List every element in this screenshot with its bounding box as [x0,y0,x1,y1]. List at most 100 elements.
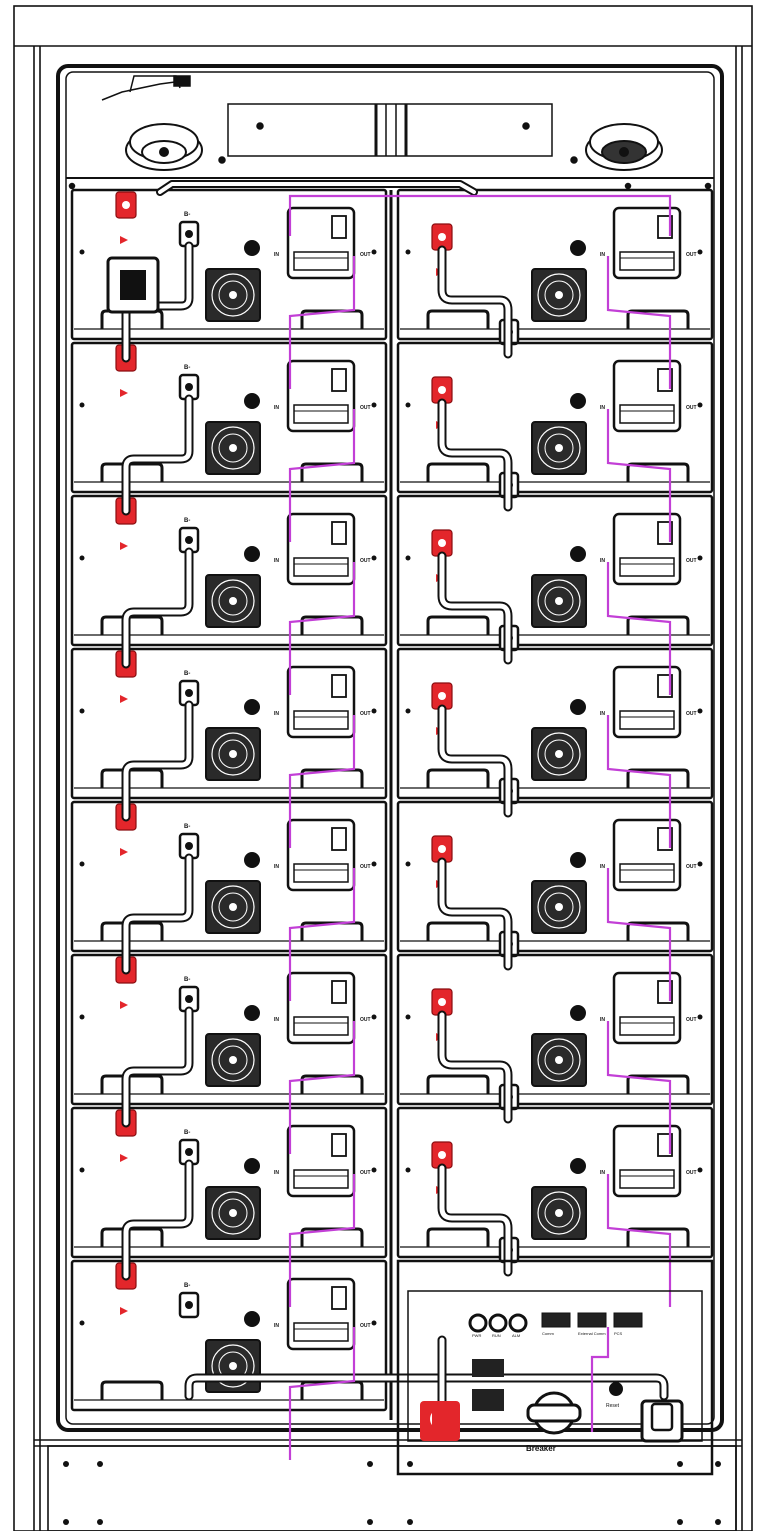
port-in-label: IN [600,1017,605,1023]
comm-port-block [286,971,356,1045]
status-indicator [244,546,260,562]
port-in-label: IN [274,405,279,411]
port-in-label: IN [600,252,605,258]
comm-port-block [612,206,682,280]
port-out-label: OUT [686,252,697,258]
port-out-label: OUT [686,1170,697,1176]
comm-port-block [612,818,682,892]
status-indicator [570,546,586,562]
port-in-label: IN [274,1170,279,1176]
comm-port-block [286,665,356,739]
breaker-label: Breaker [526,1444,556,1453]
fan-icon [531,574,587,628]
status-indicator [570,240,586,256]
indicator-light-icon [508,1313,528,1333]
port-out-label: OUT [360,864,371,870]
port-in-label: IN [274,711,279,717]
data-port-icon [472,1359,504,1377]
power-cable [121,394,194,516]
indicator-label: ALM [512,1333,520,1338]
handle-icon [626,462,690,482]
reset-label: Reset [606,1403,620,1409]
status-indicator [570,1158,586,1174]
reset-button-icon [609,1382,623,1396]
negative-terminal-icon [178,1138,200,1166]
status-indicator [244,1311,260,1327]
port-in-label: IN [600,864,605,870]
handle-icon [626,921,690,941]
power-cable [121,1006,194,1128]
handle-icon [626,1227,690,1247]
handle-icon [626,1074,690,1094]
fan-icon [205,727,261,781]
breaker-switch-icon [526,1391,582,1435]
handle-icon [100,1074,164,1094]
negative-terminal-icon [178,832,200,860]
indicator-label: PWR [472,1333,481,1338]
port-in-label: IN [600,711,605,717]
connector-label: Comm [542,1331,554,1336]
port-out-label: OUT [360,558,371,564]
port-in-label: IN [274,558,279,564]
port-out-label: OUT [686,558,697,564]
port-out-label: OUT [686,405,697,411]
fan-icon [205,421,261,475]
power-cable [121,700,194,822]
status-indicator [244,240,260,256]
handle-icon [426,1074,490,1094]
fan-icon [531,727,587,781]
connector-label: External Comm [578,1331,606,1336]
comm-port-block [286,512,356,586]
indicator-light-icon [488,1313,508,1333]
comm-port-block [286,818,356,892]
negative-terminal-label: B- [184,212,190,218]
port-out-label: OUT [360,405,371,411]
port-in-label: IN [600,558,605,564]
negative-terminal-label: B- [184,671,190,677]
battery-module: IN OUT B- [70,1106,388,1259]
positive-terminal-icon [432,1404,452,1430]
data-port-icon [472,1389,504,1411]
control-box-frame [396,1259,714,1476]
negative-terminal-label: B- [184,518,190,524]
indicator-light-icon [468,1313,488,1333]
negative-terminal-icon [650,1402,674,1432]
port-out-label: OUT [360,252,371,258]
port-in-label: IN [274,1017,279,1023]
fan-icon [205,880,261,934]
base-plate-screws [63,1461,721,1525]
status-indicator [570,1005,586,1021]
port-out-label: OUT [686,711,697,717]
comm-port-block [612,971,682,1045]
smoke-detector-icon [585,123,663,171]
handle-icon [426,309,490,329]
negative-terminal-label: B- [184,1130,190,1136]
handle-icon [426,462,490,482]
comm-port-block [286,359,356,433]
comm-port-block [612,665,682,739]
handle-icon [626,309,690,329]
fan-icon [205,574,261,628]
fan-icon [531,421,587,475]
power-cable [121,853,194,975]
fan-icon [205,1033,261,1087]
port-in-label: IN [600,1170,605,1176]
negative-terminal-icon [178,1291,200,1319]
fan-icon [205,1339,261,1393]
status-indicator [244,699,260,715]
connector-port-icon [613,1312,643,1328]
handle-icon [100,309,164,329]
status-indicator [244,1005,260,1021]
status-indicator [570,393,586,409]
port-out-label: OUT [360,1170,371,1176]
comm-port-block [612,512,682,586]
handle-icon [100,615,164,635]
handle-icon [626,615,690,635]
